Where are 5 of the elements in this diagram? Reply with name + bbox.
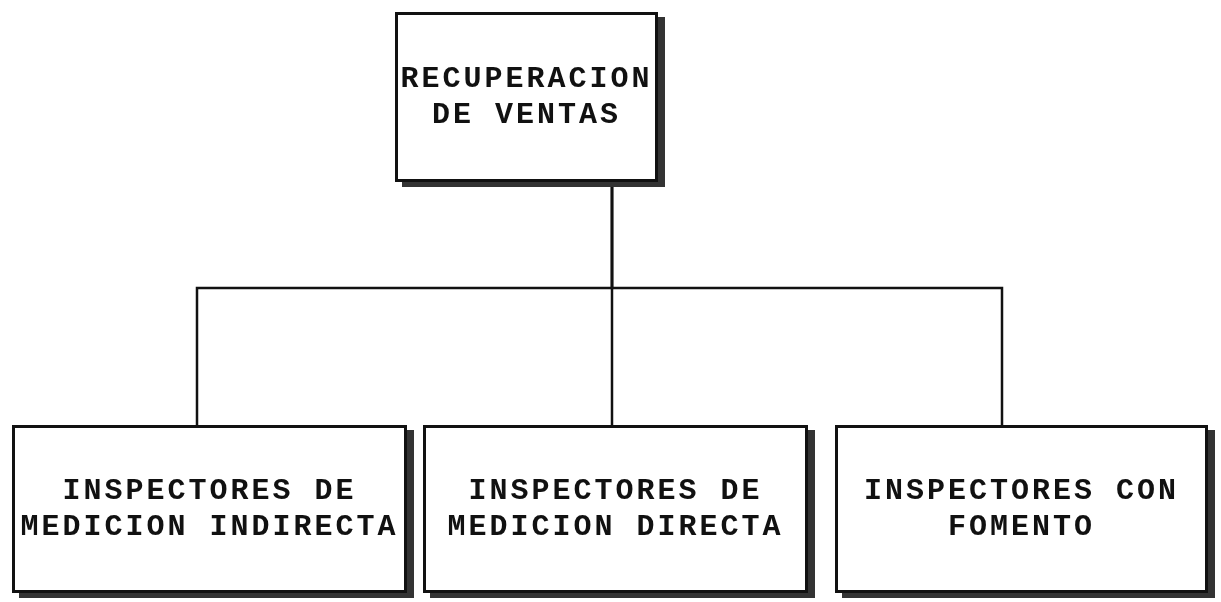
box-label: INSPECTORES DE MEDICION INDIRECTA bbox=[19, 473, 400, 545]
box-label: INSPECTORES CON FOMENTO bbox=[862, 473, 1180, 545]
box-label: RECUPERACION DE VENTAS bbox=[399, 61, 654, 133]
connector-line bbox=[610, 187, 1004, 425]
box-label: INSPECTORES DE MEDICION DIRECTA bbox=[446, 473, 785, 545]
